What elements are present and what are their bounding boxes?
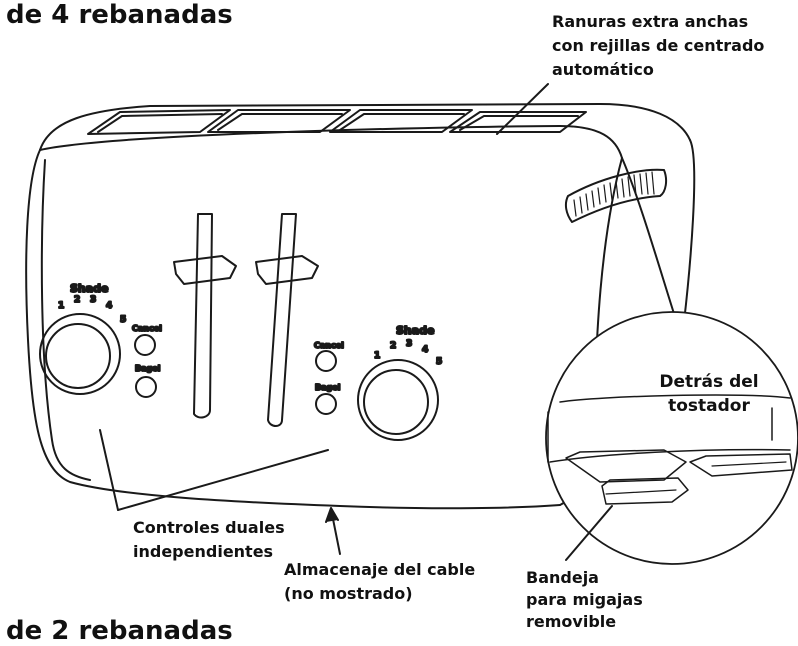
- left-shade-knob-outer: [39, 313, 121, 395]
- left-shade-heading: Shade: [70, 282, 109, 295]
- leader-cord-storage: [325, 507, 341, 555]
- right-shade-num-4: 4: [422, 345, 428, 355]
- inset-behind-toaster: [545, 311, 798, 565]
- left-shade-num-3: 3: [90, 295, 96, 305]
- left-shade-num-5: 5: [120, 315, 126, 325]
- right-shade-heading: Shade: [396, 324, 435, 337]
- right-cancel-button: [315, 350, 337, 372]
- label-tray-line-3: removible: [526, 612, 617, 631]
- label-behind-line-2: tostador: [668, 396, 750, 416]
- left-cancel-button: [134, 334, 156, 356]
- label-behind-line-1: Detrás del: [659, 372, 759, 392]
- right-shade-num-5: 5: [436, 357, 442, 367]
- right-shade-knob-outer: [357, 359, 439, 441]
- label-dual-controls: Controles duales independientes: [133, 516, 285, 564]
- label-cord-line-2: (no mostrado): [284, 584, 413, 603]
- label-slots-line-1: Ranuras extra anchas: [552, 12, 749, 31]
- right-shade-num-2: 2: [390, 341, 396, 351]
- label-slots: Ranuras extra anchas con rejillas de cen…: [552, 10, 764, 82]
- label-crumb-tray: Bandeja para migajas removible: [526, 567, 643, 633]
- label-slots-line-3: automático: [552, 60, 654, 79]
- leader-slots: [496, 83, 549, 135]
- right-shade-num-1: 1: [374, 351, 380, 361]
- label-cord-storage: Almacenaje del cable (no mostrado): [284, 558, 475, 606]
- title-top: de 4 rebanadas: [6, 0, 233, 30]
- lever-left: [173, 213, 237, 419]
- label-tray-line-1: Bandeja: [526, 568, 599, 587]
- side-vent: [564, 168, 668, 223]
- left-bagel-button: [135, 376, 157, 398]
- label-tray-line-2: para migajas: [526, 590, 643, 609]
- lever-right: [255, 213, 319, 427]
- right-shade-num-3: 3: [406, 339, 412, 349]
- label-dual-line-2: independientes: [133, 542, 274, 561]
- right-bagel-button: [315, 393, 337, 415]
- left-shade-num-1: 1: [58, 301, 64, 311]
- left-shade-num-2: 2: [74, 295, 80, 305]
- left-shade-num-4: 4: [106, 301, 112, 311]
- right-controls: [315, 350, 439, 441]
- right-shade-knob: [363, 369, 429, 435]
- right-bagel-label: Bagel: [315, 383, 341, 392]
- leader-dual-controls: [99, 429, 329, 511]
- left-controls: [39, 313, 157, 398]
- leader-crumb-tray: [565, 505, 613, 561]
- label-cord-line-1: Almacenaje del cable: [284, 560, 476, 579]
- right-cancel-label: Cancel: [314, 341, 344, 350]
- left-shade-knob: [45, 323, 111, 389]
- label-dual-line-1: Controles duales: [133, 518, 285, 537]
- label-behind-toaster: Detrás del tostador: [654, 370, 764, 418]
- toaster-slots: [87, 109, 587, 135]
- label-slots-line-2: con rejillas de centrado: [552, 36, 765, 55]
- left-bagel-label: Bagel: [135, 364, 161, 373]
- left-cancel-label: Cancel: [132, 324, 162, 333]
